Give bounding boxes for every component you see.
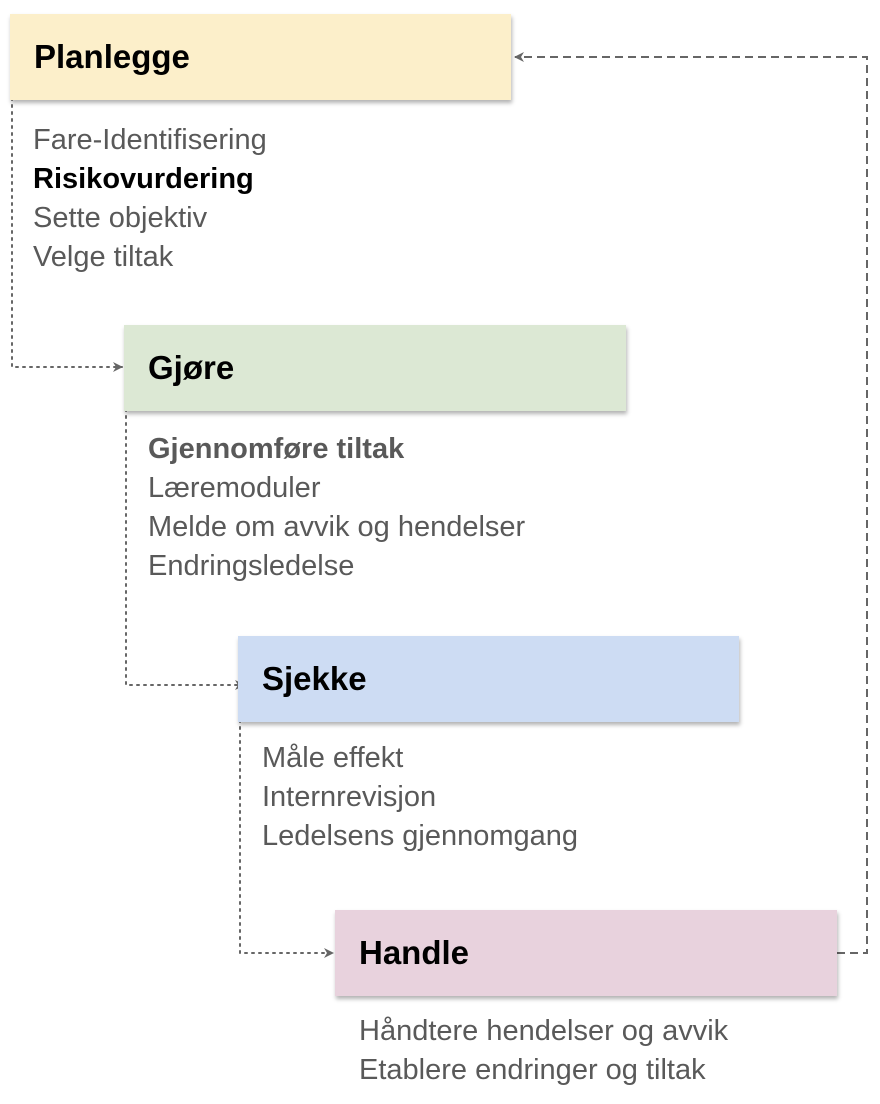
stage-do-box: Gjøre (124, 325, 626, 411)
stage-check-box: Sjekke (238, 636, 739, 722)
task-item: Velge tiltak (33, 241, 174, 273)
stage-act-box: Handle (335, 910, 837, 996)
connector-do-to-check (125, 366, 245, 690)
connector-check-to-act (239, 684, 334, 958)
task-item: Melde om avvik og hendelser (148, 511, 526, 543)
task-item: Ledelsens gjennomgang (262, 820, 579, 852)
stage-plan-title: Planlegge (34, 38, 190, 75)
stage-check-title: Sjekke (262, 660, 367, 697)
stage-plan-task-list: Fare-Identifisering Risikovurdering Sett… (33, 121, 267, 277)
task-item: Endringsledelse (148, 550, 355, 582)
task-item: Måle effekt (262, 742, 404, 774)
connector-plan-to-do (11, 55, 123, 372)
stage-check-task-list: Måle effekt Internrevisjon Ledelsens gje… (262, 739, 578, 856)
task-item-emphasis: Risikovurdering (33, 163, 254, 195)
task-item: Sette objektiv (33, 202, 208, 234)
task-item-emphasis: Gjennomføre tiltak (148, 433, 405, 465)
connector-act-to-plan (514, 52, 868, 954)
task-item: Læremoduler (148, 472, 321, 504)
task-item: Håndtere hendelser og avvik (359, 1015, 729, 1047)
stage-do-task-list: Gjennomføre tiltak Læremoduler Melde om … (148, 430, 525, 586)
stage-act-task-list: Håndtere hendelser og avvik Etablere end… (359, 1012, 728, 1090)
stage-act-title: Handle (359, 934, 470, 971)
task-item: Internrevisjon (262, 781, 437, 813)
stage-do-title: Gjøre (148, 349, 235, 386)
stage-plan-box: Planlegge (10, 14, 511, 100)
task-item: Fare-Identifisering (33, 124, 267, 156)
task-item: Etablere endringer og tiltak (359, 1054, 706, 1086)
